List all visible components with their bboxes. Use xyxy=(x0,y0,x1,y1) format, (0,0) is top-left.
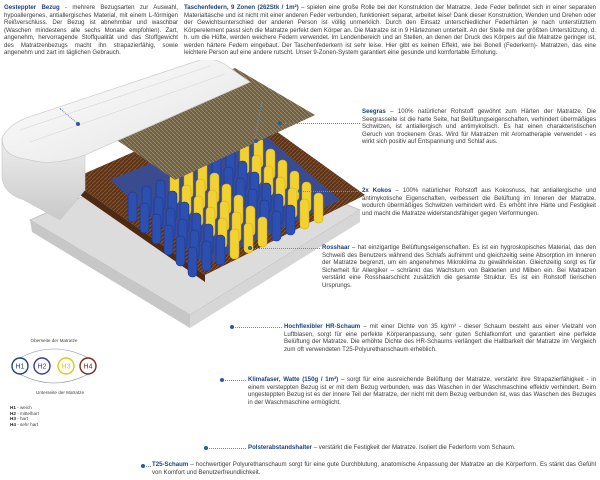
pocket-spring xyxy=(229,228,240,260)
top-side-label: Oberseite der Matratze xyxy=(31,338,78,343)
bottom-side-label: Unterseite der Matratze xyxy=(36,390,84,395)
pocket-spring xyxy=(313,192,324,224)
pocket-spring xyxy=(201,240,212,272)
mattress-cross-section-illustration xyxy=(1,60,365,328)
legend-code: H4 xyxy=(10,421,16,427)
block-text: – mit einer Dichte von 35 kg/m³ - dieser… xyxy=(284,323,597,353)
bottom-arc-line xyxy=(15,371,93,384)
marker-dot-bezug xyxy=(76,122,80,126)
block-rosshaar: Rosshaar – hat einzigartige Belüftungsei… xyxy=(322,244,596,289)
marker-dot-seegras xyxy=(278,121,282,125)
block-seegras: Seegras – 100% natürlicher Rohstoff gewö… xyxy=(362,108,596,146)
block-title: Taschenfedern, 9 Zonen (262Stk / 1m²) xyxy=(184,4,299,11)
block-taschenfedern: Taschenfedern, 9 Zonen (262Stk / 1m²) – … xyxy=(184,4,596,57)
block-title: Rosshaar xyxy=(322,244,350,251)
marker-dot-hr xyxy=(230,325,234,329)
marker-dot-rosshaar xyxy=(248,246,252,250)
block-text: – hat einzigartige Belüftungseigenschaft… xyxy=(322,244,596,289)
legend-desc: - mittelhart xyxy=(15,410,39,416)
pocket-spring xyxy=(243,222,254,254)
leader-line-hr xyxy=(232,327,282,328)
block-title: 2x Kokos xyxy=(362,187,392,194)
block-title: T25-Schaum xyxy=(152,461,189,468)
pocket-spring xyxy=(175,235,186,267)
block-text: – 100% natürlicher Rohstoff gewöhnt zum … xyxy=(362,108,596,146)
block-text: – hochwertiger Polyurethanschaum sorgt f… xyxy=(152,461,596,476)
block-text: – verstärkt die Festigkeit der Matratze.… xyxy=(312,444,516,451)
pocket-spring xyxy=(271,210,282,242)
pocket-spring xyxy=(215,234,226,266)
pocket-springs-group xyxy=(127,137,324,278)
leader-line-t25 xyxy=(143,466,151,467)
leader-line-seegras xyxy=(280,123,360,124)
hardness-circle-h3 xyxy=(57,357,75,375)
pocket-spring xyxy=(187,246,198,278)
block-text: – spielen eine große Rolle bei der Konst… xyxy=(184,4,596,57)
hardness-circle-h1 xyxy=(11,357,29,375)
block-title: Seegras xyxy=(362,108,386,115)
pocket-spring xyxy=(299,198,310,230)
marker-dot-taschenfedern xyxy=(254,139,258,143)
legend-desc: - sehr hart xyxy=(15,421,39,427)
top-arc-line xyxy=(15,348,93,361)
block-kokos: 2x Kokos – 100% natürlicher Rohstoff aus… xyxy=(362,187,596,217)
marker-dot-kokos xyxy=(298,189,302,193)
seagrass-layer xyxy=(95,68,315,180)
t25-foam-front xyxy=(30,220,190,328)
hardness-circles: H1 H2 H3 H4 xyxy=(11,357,97,375)
block-polster: Polsterabstandshalter – verstärkt die Fe… xyxy=(248,444,596,452)
legend-item: H1 - weich xyxy=(10,405,39,411)
leader-line-kokos xyxy=(300,191,360,192)
block-klimafaser: Klimafaser, Watte (150g / 1m²) – sorgt f… xyxy=(248,376,596,406)
pocket-spring xyxy=(257,216,268,248)
legend-item: H2 - mittelhart xyxy=(10,411,39,417)
marker-dot-t25 xyxy=(141,464,145,468)
hardness-circle-h4 xyxy=(79,357,97,375)
legend-desc: - hart xyxy=(15,416,28,422)
leader-line-klimafaser xyxy=(222,380,246,381)
hardness-label-h2: H2 xyxy=(38,364,47,371)
block-text: - mehrere Bezugsarten zur Auswahl, hypoa… xyxy=(4,4,178,57)
block-bezug: Gesteppter Bezug - mehrere Bezugsarten z… xyxy=(4,4,178,57)
legend-code: H3 xyxy=(10,416,16,422)
block-hr: Hochflexibler HR-Schaum – mit einer Dich… xyxy=(284,323,596,353)
block-title: Klimafaser, Watte (150g / 1m²) xyxy=(248,376,339,383)
legend-code: H2 xyxy=(10,410,16,416)
hardness-circle-h2 xyxy=(33,357,51,375)
marker-dot-klimafaser xyxy=(220,378,224,382)
hardness-label-h1: H1 xyxy=(16,364,25,371)
pocket-spring xyxy=(163,224,174,256)
leader-line-polster xyxy=(206,448,246,449)
hardness-label-h3: H3 xyxy=(62,364,71,371)
block-text: – 100% natürlicher Rohstoff aus Kokosnus… xyxy=(362,187,596,217)
pocket-spring xyxy=(151,213,162,245)
legend-desc: - weich xyxy=(15,405,32,410)
block-text: – sorgt für eine ausreichende Belüftung … xyxy=(248,376,596,406)
block-title: Gesteppter Bezug xyxy=(4,4,60,11)
pocket-spring xyxy=(127,191,138,223)
pocket-spring xyxy=(139,202,150,234)
marker-dot-polster xyxy=(204,446,208,450)
block-title: Hochflexibler HR-Schaum xyxy=(284,323,361,330)
hardness-label-h4: H4 xyxy=(84,364,93,371)
legend-item: H3 - hart xyxy=(10,416,39,422)
legend-code: H1 xyxy=(10,405,16,410)
block-title: Polsterabstandshalter xyxy=(248,444,313,451)
hardness-legend: H1 - weich H2 - mittelhart H3 - hart H4 … xyxy=(10,405,39,427)
hardness-diagram: Oberseite der Matratze Unterseite der Ma… xyxy=(11,338,97,395)
pocket-spring xyxy=(285,204,296,236)
leader-line-rosshaar xyxy=(250,248,320,249)
block-t25: T25-Schaum – hochwertiger Polyurethansch… xyxy=(152,461,596,476)
legend-item: H4 - sehr hart xyxy=(10,422,39,428)
